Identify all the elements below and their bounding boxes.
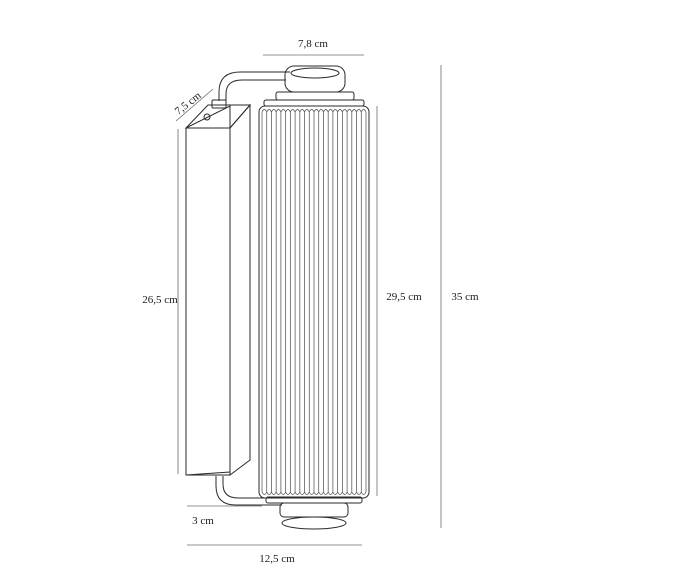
shade-rib-top bbox=[285, 109, 291, 113]
shade-rib-top bbox=[261, 109, 268, 113]
shade-rib-top bbox=[313, 109, 320, 113]
shade-rib-bottom bbox=[280, 491, 286, 495]
total-width-label: 12,5 cm bbox=[259, 553, 295, 565]
backplate bbox=[184, 99, 252, 476]
shade-rib-bottom bbox=[266, 491, 272, 495]
total-height-label: 35 cm bbox=[451, 291, 479, 303]
shade-rib-bottom bbox=[294, 491, 301, 495]
bottom-cap bbox=[265, 496, 363, 530]
shade-rib-bottom bbox=[356, 491, 362, 495]
shade-rib-top bbox=[360, 109, 367, 113]
shade-ribs bbox=[261, 109, 367, 495]
shade-rib-bottom bbox=[308, 491, 315, 495]
shade-rib-bottom bbox=[304, 491, 310, 495]
backplate-height-label: 26,5 cm bbox=[142, 294, 178, 306]
shade-rib-top bbox=[271, 109, 277, 113]
arm-clearance-label: 3 cm bbox=[192, 515, 214, 527]
shade-rib-bottom bbox=[337, 491, 343, 495]
shade-rib-bottom bbox=[318, 491, 324, 495]
dimension-lines bbox=[175, 54, 442, 546]
shade-height-label: 29,5 cm bbox=[386, 291, 422, 303]
shade-rib-top bbox=[275, 109, 282, 113]
shade-rib-top bbox=[351, 109, 357, 113]
shade-rib-bottom bbox=[332, 491, 338, 495]
shade-rib-bottom bbox=[323, 491, 329, 495]
ribbed-shade bbox=[258, 105, 370, 499]
shade-rib-bottom bbox=[290, 491, 296, 495]
shade-rib-top bbox=[342, 109, 348, 113]
shade-rib-top bbox=[323, 109, 329, 113]
shade-rib-top bbox=[332, 109, 338, 113]
shade-rib-top bbox=[299, 109, 305, 113]
shade-rib-bottom bbox=[275, 491, 282, 495]
top-cap bbox=[263, 65, 365, 107]
shade-rib-top bbox=[327, 109, 334, 113]
shade-rib-bottom bbox=[327, 491, 334, 495]
shade-rib-top bbox=[337, 109, 343, 113]
shade-rib-top bbox=[356, 109, 362, 113]
shade-rib-top bbox=[294, 109, 301, 113]
shade-rib-bottom bbox=[346, 491, 353, 495]
shade-rib-bottom bbox=[342, 491, 348, 495]
shade-rib-bottom bbox=[351, 491, 357, 495]
shade-rib-top bbox=[280, 109, 286, 113]
shade-diameter-label: 7,8 cm bbox=[298, 38, 328, 50]
shade-rib-top bbox=[318, 109, 324, 113]
shade-rib-bottom bbox=[299, 491, 305, 495]
depth-label: 7,5 cm bbox=[173, 89, 204, 117]
shade-rib-top bbox=[304, 109, 310, 113]
lower-arm bbox=[215, 476, 282, 506]
shade-rib-top bbox=[266, 109, 272, 113]
shade-rib-bottom bbox=[313, 491, 320, 495]
shade-rib-bottom bbox=[271, 491, 277, 495]
shade-rib-bottom bbox=[360, 491, 367, 495]
shade-rib-bottom bbox=[285, 491, 291, 495]
upper-arm bbox=[218, 71, 290, 101]
shade-rib-bottom bbox=[261, 491, 268, 495]
shade-rib-top bbox=[290, 109, 296, 113]
shade-rib-top bbox=[346, 109, 353, 113]
shade-rib-top bbox=[308, 109, 315, 113]
